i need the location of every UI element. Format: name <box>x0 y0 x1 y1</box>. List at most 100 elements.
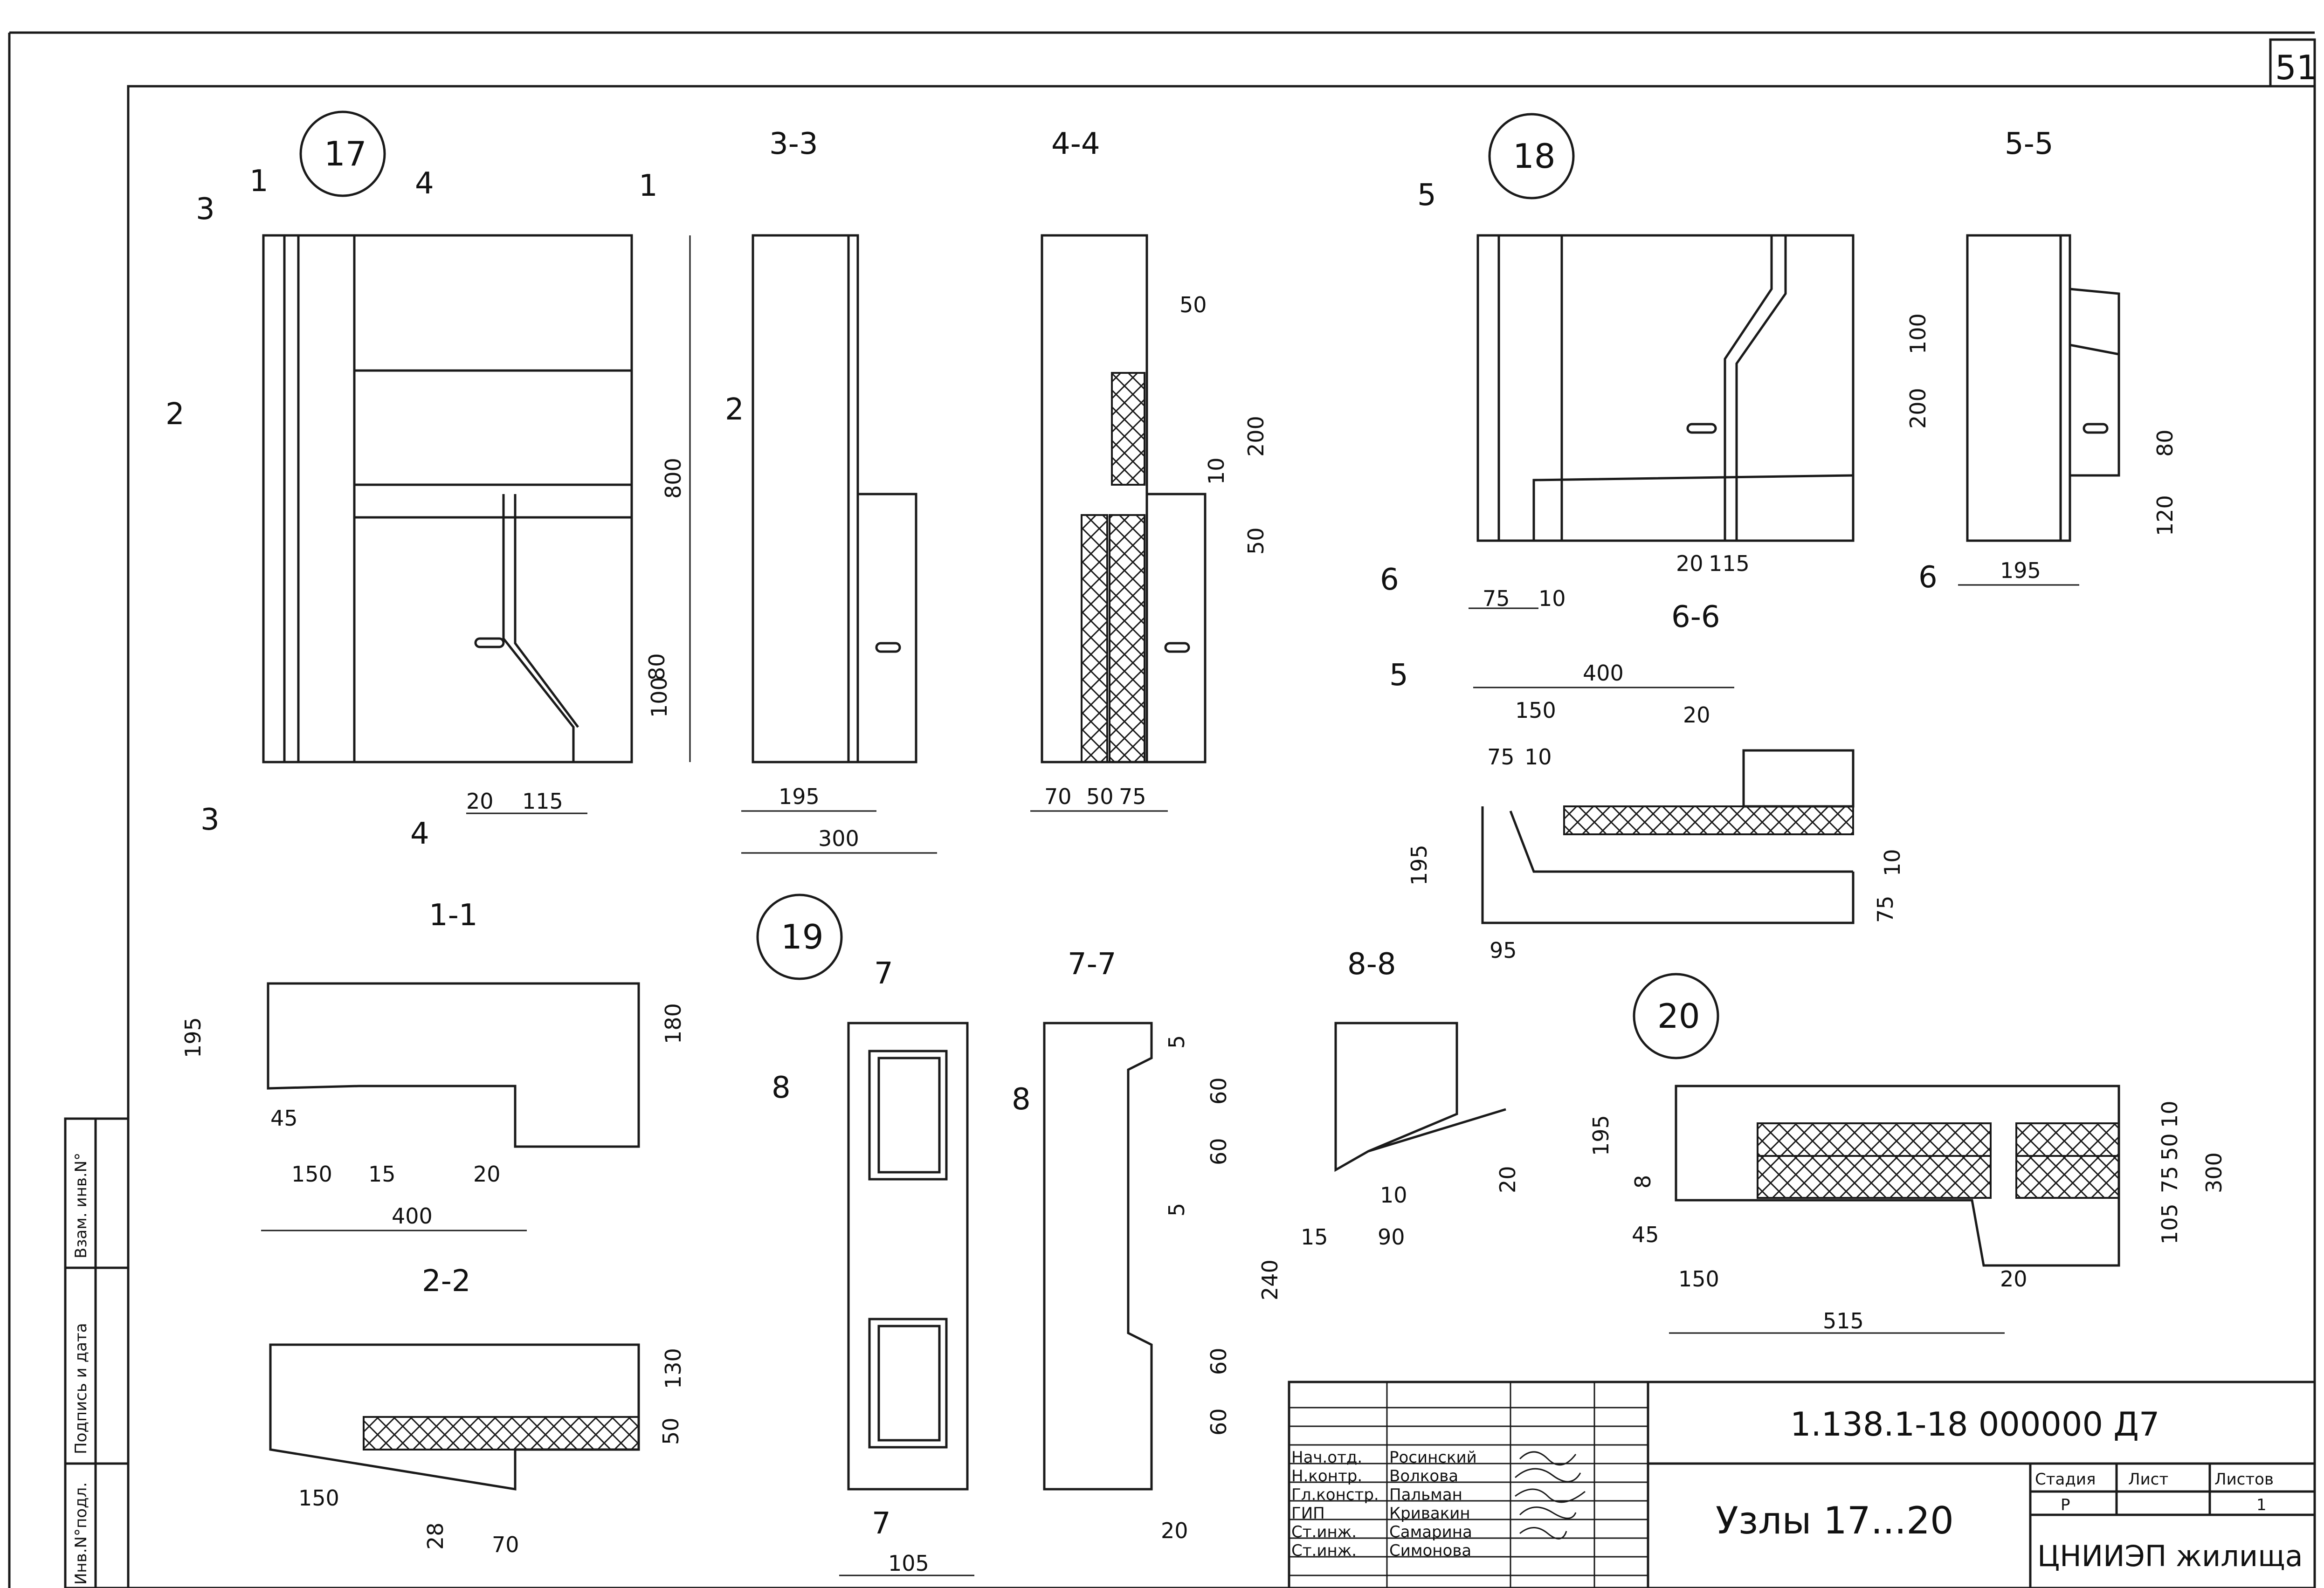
svg-text:3: 3 <box>196 192 215 227</box>
svg-text:Р: Р <box>2061 1496 2070 1514</box>
svg-text:20: 20 <box>1161 1518 1188 1543</box>
svg-text:8: 8 <box>1630 1175 1655 1189</box>
section-8-8: 8-8 10 90 15 20 <box>1301 947 1520 1250</box>
svg-text:45: 45 <box>1632 1222 1659 1247</box>
insulation-upper <box>1111 372 1145 486</box>
svg-text:800: 800 <box>661 458 686 499</box>
svg-text:5: 5 <box>1417 178 1436 213</box>
svg-text:1-1: 1-1 <box>429 898 478 933</box>
svg-text:1: 1 <box>249 164 269 199</box>
node-20-label: 20 <box>1657 997 1700 1036</box>
svg-text:5-5: 5-5 <box>2005 127 2054 161</box>
svg-text:50: 50 <box>1179 292 1207 317</box>
insulation-lower-1 <box>1081 514 1108 763</box>
svg-text:10: 10 <box>1204 457 1229 485</box>
svg-text:195: 195 <box>180 1017 206 1058</box>
svg-text:20: 20 <box>466 789 494 814</box>
svg-text:Листов: Листов <box>2214 1470 2274 1489</box>
svg-text:Ст.инж.: Ст.инж. <box>1291 1523 1357 1541</box>
insulation-lower-2 <box>1109 514 1145 763</box>
svg-text:400: 400 <box>1583 660 1624 686</box>
svg-text:195: 195 <box>1588 1115 1614 1156</box>
svg-text:150: 150 <box>291 1162 332 1187</box>
svg-text:200: 200 <box>1243 416 1269 457</box>
svg-text:Волкова: Волкова <box>1389 1467 1458 1485</box>
svg-text:75: 75 <box>1119 784 1146 809</box>
svg-text:1: 1 <box>2256 1496 2267 1514</box>
svg-text:4: 4 <box>410 817 429 851</box>
svg-text:Нач.отд.: Нач.отд. <box>1291 1448 1362 1467</box>
svg-text:Симонова: Симонова <box>1389 1541 1471 1560</box>
section-2-2: 2-2 130 50 150 28 70 <box>269 1264 686 1557</box>
section-5-5: 5-5 80 120 195 <box>1958 127 2178 586</box>
svg-text:20: 20 <box>473 1162 501 1187</box>
svg-text:150: 150 <box>1515 698 1556 723</box>
svg-text:115: 115 <box>522 789 563 814</box>
svg-text:100: 100 <box>647 677 672 718</box>
svg-text:50: 50 <box>658 1417 683 1445</box>
svg-text:150: 150 <box>298 1485 339 1511</box>
svg-text:195: 195 <box>779 784 820 809</box>
svg-text:20: 20 <box>2000 1266 2027 1292</box>
section-1-1: 1-1 195 180 45 150 15 20 400 <box>180 898 686 1231</box>
doc-code: 1.138.1-18 000000 Д7 <box>1790 1405 2159 1444</box>
sheet-title: Узлы 17...20 <box>1716 1499 1954 1542</box>
section-6-6: 6-6 400 150 20 75 10 195 95 10 75 <box>1407 600 1905 963</box>
stamp-column: Инв.N°подл. Подпись и дата Взам. инв.N° <box>64 1117 130 1588</box>
svg-text:4-4: 4-4 <box>1051 127 1100 161</box>
insulation-20b <box>1757 1155 1992 1199</box>
svg-text:6: 6 <box>1380 563 1399 597</box>
svg-text:ГИП: ГИП <box>1291 1504 1325 1523</box>
svg-text:15: 15 <box>368 1162 396 1187</box>
svg-text:150: 150 <box>1678 1266 1719 1292</box>
svg-text:8: 8 <box>1012 1082 1031 1117</box>
sheet-frame: 51 <box>8 31 2318 1588</box>
svg-text:3-3: 3-3 <box>769 127 818 161</box>
stamp-replace-label: Взам. инв.N° <box>72 1153 90 1258</box>
svg-text:70: 70 <box>1044 784 1072 809</box>
node-18-elevation: 18 100 200 20 115 75 10 5 5 6 6 <box>1380 113 1938 693</box>
svg-text:1: 1 <box>639 169 658 203</box>
stamp-inv-label: Инв.N°подл. <box>72 1482 90 1585</box>
svg-text:Ст.инж.: Ст.инж. <box>1291 1541 1357 1560</box>
svg-text:15: 15 <box>1301 1224 1328 1250</box>
svg-text:200: 200 <box>1905 388 1931 429</box>
svg-text:70: 70 <box>492 1532 519 1557</box>
svg-text:120: 120 <box>2152 495 2178 536</box>
svg-text:75: 75 <box>2157 1166 2182 1193</box>
insulation-2-2 <box>363 1416 640 1451</box>
svg-text:50: 50 <box>1086 784 1114 809</box>
svg-text:7-7: 7-7 <box>1068 947 1117 982</box>
node-17-elevation: 17 800 80 100 20 115 3 3 1 1 4 4 2 2 <box>166 110 744 851</box>
insulation-6-6 <box>1563 805 1854 835</box>
svg-text:5: 5 <box>1164 1203 1189 1217</box>
svg-text:50: 50 <box>2157 1133 2182 1161</box>
svg-text:20: 20 <box>1495 1166 1520 1193</box>
svg-text:10: 10 <box>1538 586 1566 611</box>
node-17-label: 17 <box>324 134 367 173</box>
svg-text:5: 5 <box>1389 658 1408 693</box>
svg-text:3: 3 <box>200 803 220 837</box>
section-7-7: 7-7 5 60 60 5 240 60 60 20 <box>1043 947 1283 1543</box>
svg-text:4: 4 <box>415 166 434 201</box>
svg-text:Пальман: Пальман <box>1389 1485 1462 1504</box>
svg-text:75: 75 <box>1483 586 1510 611</box>
svg-text:10: 10 <box>1524 744 1552 770</box>
svg-text:8-8: 8-8 <box>1347 947 1396 982</box>
section-3-3: 3-3 195 300 <box>741 127 937 854</box>
svg-text:Кривакин: Кривакин <box>1389 1504 1470 1523</box>
section-4-4: 4-4 50 200 10 50 70 50 75 <box>1030 127 1269 812</box>
svg-text:60: 60 <box>1206 1347 1231 1375</box>
node-19-label: 19 <box>781 917 824 956</box>
svg-text:300: 300 <box>818 826 859 851</box>
svg-text:Стадия: Стадия <box>2035 1470 2096 1489</box>
svg-text:Лист: Лист <box>2128 1470 2168 1489</box>
insulation-20c <box>2015 1122 2120 1157</box>
svg-text:240: 240 <box>1257 1259 1283 1300</box>
svg-text:95: 95 <box>1490 938 1517 963</box>
svg-text:6: 6 <box>1918 560 1938 595</box>
svg-text:Самарина: Самарина <box>1389 1523 1472 1541</box>
svg-text:90: 90 <box>1378 1224 1405 1250</box>
svg-text:100: 100 <box>1905 313 1931 354</box>
